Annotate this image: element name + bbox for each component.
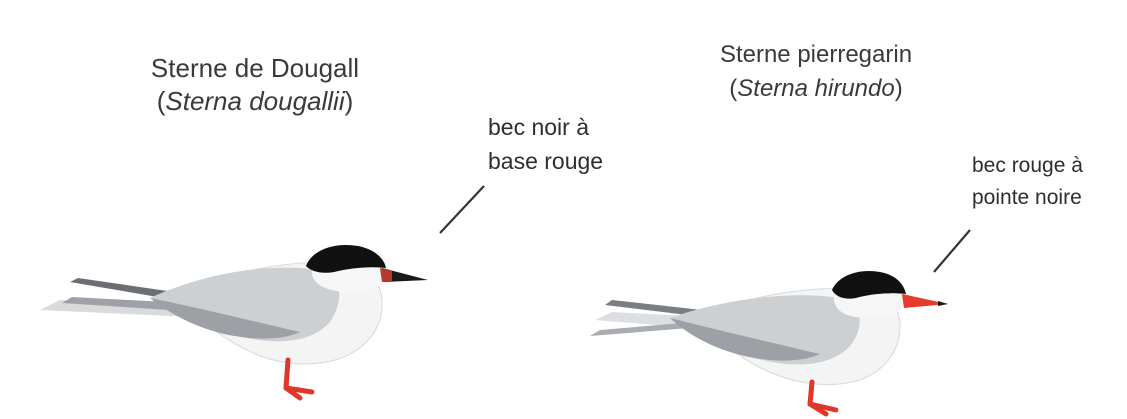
legs-hirundo [810, 382, 836, 414]
legs-dougall [286, 360, 312, 398]
leader-line-hirundo [934, 230, 970, 272]
bird-hirundo [590, 271, 948, 414]
bill-hirundo [902, 294, 948, 308]
leader-line-dougall [440, 186, 484, 233]
bird-dougall [40, 245, 428, 398]
